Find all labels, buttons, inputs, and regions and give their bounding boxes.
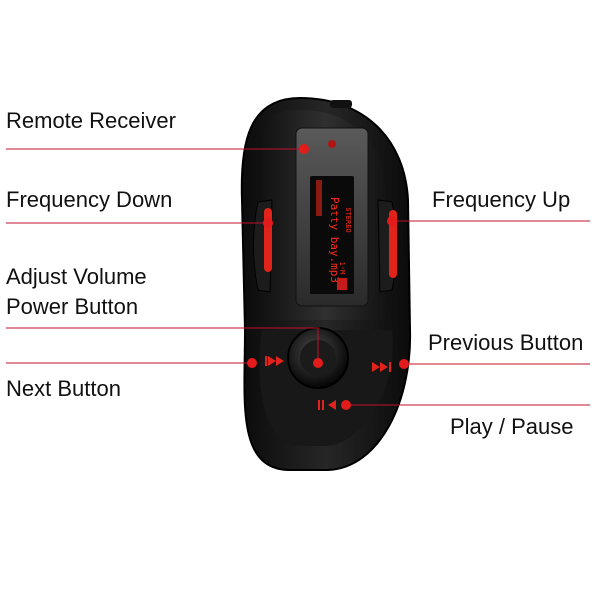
frequency-up-indicator [389, 210, 397, 278]
label-frequency-up: Frequency Up [432, 187, 571, 212]
lcd-track-name: Patty bay.mp3 [328, 197, 341, 283]
label-previous-button: Previous Button [428, 330, 584, 355]
device-top-clip [330, 100, 352, 108]
label-remote-receiver: Remote Receiver [6, 108, 176, 133]
lcd-level-bars [316, 180, 322, 216]
previous-icon[interactable] [372, 362, 391, 372]
callout-dot-freq-up [387, 216, 397, 226]
callout-dot-next [247, 358, 257, 368]
callout-line-volume [6, 327, 319, 363]
label-frequency-down: Frequency Down [6, 187, 173, 212]
callout-dot-play [341, 400, 351, 410]
lcd-battery-icon [337, 278, 347, 290]
next-icon[interactable] [265, 356, 284, 366]
callout-dot-freq-down [263, 218, 273, 228]
callout-dot-previous [399, 359, 409, 369]
callout-dot-remote [299, 144, 309, 154]
label-power-button: Power Button [6, 294, 139, 319]
lcd-icon-text: 1·M [338, 262, 346, 275]
label-adjust-volume: Adjust Volume [6, 264, 147, 289]
label-next-button: Next Button [6, 376, 121, 401]
lcd-station: STEREO [344, 207, 352, 232]
callout-dot-volume [313, 358, 323, 368]
play-pause-icon[interactable] [318, 400, 336, 410]
remote-receiver-sensor [328, 140, 336, 148]
label-play-pause: Play / Pause [450, 414, 574, 439]
